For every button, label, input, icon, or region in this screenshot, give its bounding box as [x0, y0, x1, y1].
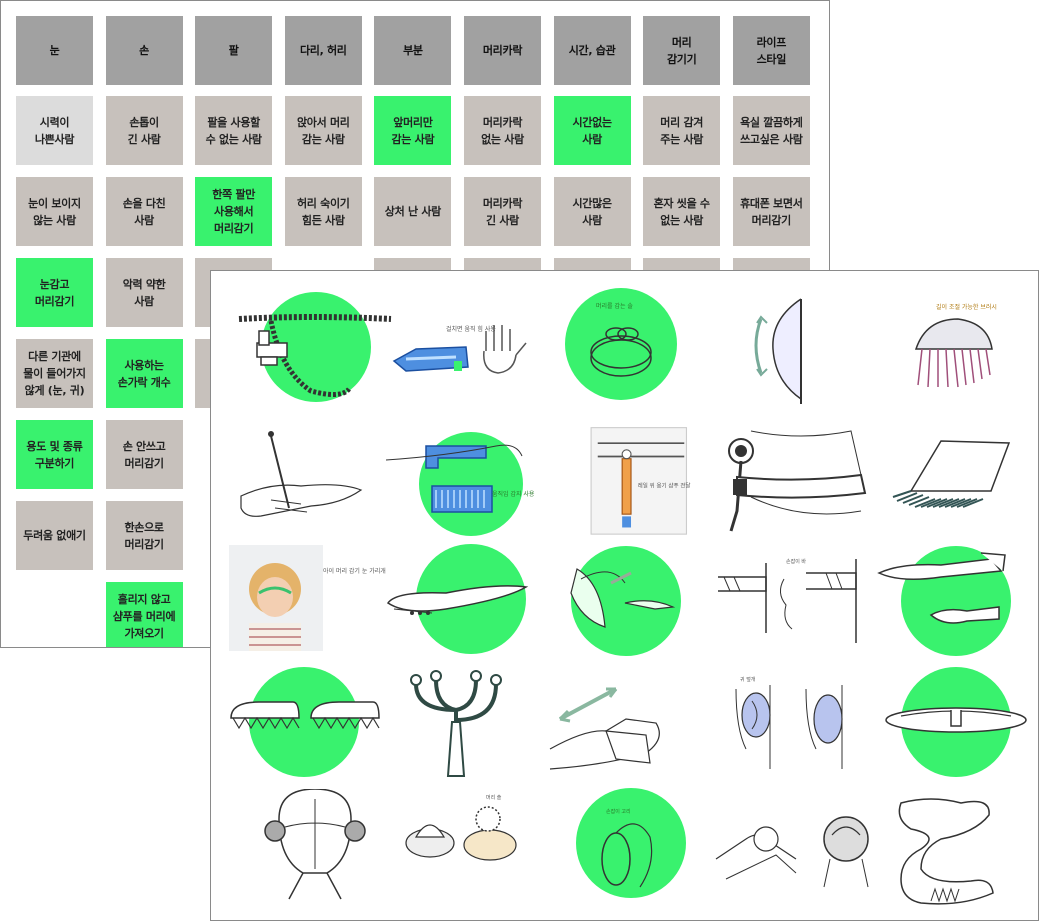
sketch-note-round-brush: 머리를 감는 솔: [596, 302, 633, 310]
sketch-rail-photo: 레일 위 용기 샴푸 전달: [556, 421, 726, 543]
sketch-round-brush-top: 머리를 감는 솔: [536, 286, 706, 408]
sketch-wall-bar: 손잡이 바: [706, 543, 876, 665]
grid-header-6: 시간, 습관: [553, 16, 631, 85]
idea-sketch-sheet: 걸치면 움직 힘 사용 머리를 감는 솔 길이 조절 가능한 브러시: [210, 270, 1039, 921]
sketch-bead-strap-clamp: [231, 291, 401, 413]
sketch-head-ear-guards: [229, 789, 399, 911]
sketch-jellyfish-brush: 길이 조절 가능한 브러시: [866, 289, 1036, 411]
sketch-note-child: 아이 머리 감기 눈 가리개: [323, 567, 386, 575]
sketch-spoon-scoops: [871, 543, 1038, 665]
sketch-blue-frame-scrubber: 움직임 감지 사용: [386, 416, 556, 538]
sketch-dish-tool: [871, 666, 1038, 788]
grid-card-note: 상처 난 사람: [374, 177, 452, 246]
sketch-note-glove: 걸치면 움직 힘 사용: [446, 325, 496, 333]
grid-header-4: 부분: [374, 16, 452, 85]
sketch-long-handle-brush: [386, 543, 556, 665]
sketch-butterfly-pad: [541, 543, 711, 665]
sketch-comb-pad: [871, 421, 1038, 543]
grid-header-2: 팔: [195, 16, 273, 85]
grid-header-3: 다리, 허리: [284, 16, 362, 85]
sketch-note-ring: 손잡이 고리: [606, 808, 631, 815]
sketch-child-photo: 아이 머리 감기 눈 가리개: [229, 543, 399, 665]
sketch-glove-tool: 걸치면 움직 힘 사용: [386, 291, 556, 413]
sketch-note-wall-bar: 손잡이 바: [786, 558, 806, 565]
grid-header-5: 머리카락: [464, 16, 541, 85]
sketch-ear-cover: 귀 덮개: [706, 669, 876, 791]
sketch-note-scrubber: 움직임 감지 사용: [492, 490, 535, 498]
grid-header-1: 손: [105, 16, 183, 85]
sketch-soft-shape: [871, 789, 1038, 911]
sketch-wall-curve-handle: [711, 289, 881, 411]
sketch-note-jellyfish: 길이 조절 가능한 브러시: [936, 303, 997, 311]
sketch-hand-strap: [546, 669, 716, 791]
sketch-note-ear: 귀 덮개: [740, 676, 756, 683]
sketch-note-dome: 머리 솔: [486, 794, 502, 801]
sketch-shower-belt: [711, 421, 881, 543]
sketch-wash-scene: [706, 789, 876, 911]
sketch-note-rail: 레일 위 용기 샴푸 전달: [638, 482, 691, 490]
sketch-twin-pads: [229, 666, 399, 788]
sketch-ring-handle: 손잡이 고리: [546, 783, 716, 905]
grid-card-note: 두려움 없애기: [16, 501, 93, 570]
sketch-candelabra-tool: [386, 666, 556, 788]
grid-header-0: 눈: [16, 16, 93, 85]
sketch-dome-brushes: 머리 솔: [386, 789, 556, 911]
sketch-finger-rod: [231, 416, 401, 538]
